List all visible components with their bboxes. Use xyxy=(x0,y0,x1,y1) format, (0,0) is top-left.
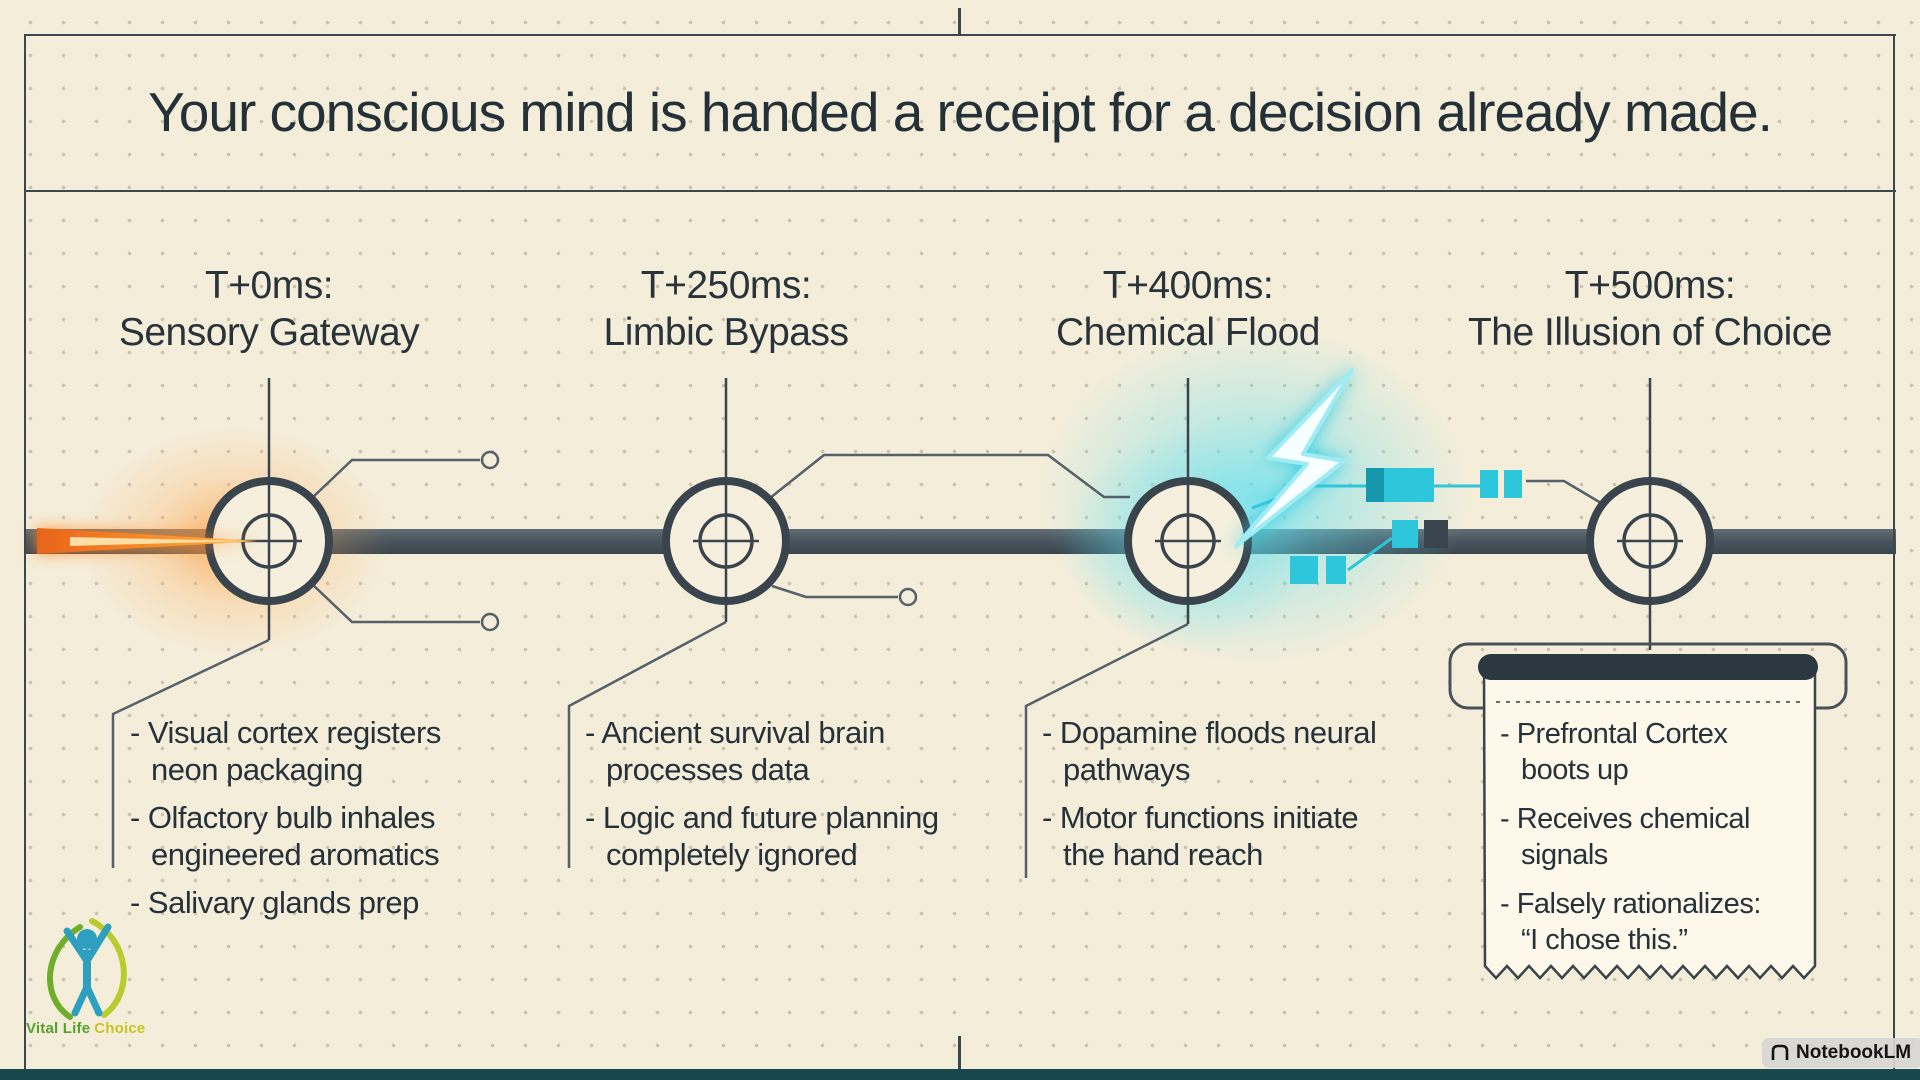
stage-notes-chemical-flood: - Dopamine floods neural pathways - Moto… xyxy=(1042,714,1442,873)
stage-time: T+250ms: xyxy=(640,264,812,307)
note-item: - Olfactory bulb inhales engineered arom… xyxy=(130,800,440,872)
stage-header-sensory-gateway: T+0ms: Sensory Gateway xyxy=(29,262,509,356)
frame-border-left xyxy=(24,34,26,1070)
title-separator-line xyxy=(24,190,1896,192)
stage-header-limbic-bypass: T+250ms: Limbic Bypass xyxy=(486,262,966,356)
logo-text-secondary: Choice xyxy=(94,1020,146,1037)
stage-time: T+400ms: xyxy=(1102,264,1274,307)
center-tick-bottom xyxy=(958,1036,961,1070)
badge-label: NotebookLM xyxy=(1796,1042,1912,1063)
timeline-nodes xyxy=(205,477,1714,605)
note-item: - Logic and future planning completely i… xyxy=(585,800,939,872)
stage-header-chemical-flood: T+400ms: Chemical Flood xyxy=(948,262,1428,356)
note-item: - Prefrontal Cortex boots up xyxy=(1500,718,1728,786)
stage-label: Limbic Bypass xyxy=(603,311,849,354)
notebooklm-badge: NotebookLM xyxy=(1762,1038,1920,1068)
receipt-graphic xyxy=(1448,642,1848,980)
circuit-components xyxy=(1251,468,1522,584)
node-crosshairs xyxy=(236,378,1683,650)
receipt-notes: - Prefrontal Cortex boots up - Receives … xyxy=(1500,716,1822,958)
note-item: - Salivary glands prep xyxy=(130,885,419,920)
note-item: - Dopamine floods neural pathways xyxy=(1042,715,1377,787)
stimulus-spike-icon xyxy=(37,528,258,554)
note-item: - Receives chemical signals xyxy=(1500,803,1750,871)
stage-label: Chemical Flood xyxy=(1056,311,1320,354)
vital-life-choice-logo-icon xyxy=(47,918,127,1020)
stage-time: T+0ms: xyxy=(204,264,334,307)
lightning-bolt-icon xyxy=(1234,368,1354,548)
page-title: Your conscious mind is handed a receipt … xyxy=(148,81,1773,143)
bottom-accent-bar xyxy=(0,1069,1920,1080)
logo-text-primary: Vital Life xyxy=(26,1020,91,1037)
circuit-traces xyxy=(111,450,1607,878)
note-item: - Falsely rationalizes: “I chose this.” xyxy=(1500,888,1761,956)
frame-border-right xyxy=(1893,34,1895,1070)
stage-notes-sensory-gateway: - Visual cortex registers neon packaging… xyxy=(130,714,530,921)
stage-label: The Illusion of Choice xyxy=(1467,311,1833,354)
note-item: - Visual cortex registers neon packaging xyxy=(130,715,441,787)
stage-notes-limbic-bypass: - Ancient survival brain processes data … xyxy=(585,714,985,873)
receipt-paper xyxy=(1482,666,1817,980)
center-tick-top xyxy=(958,8,961,36)
stage-time: T+500ms: xyxy=(1564,264,1736,307)
stage-label: Sensory Gateway xyxy=(118,311,420,354)
note-item: - Motor functions initiate the hand reac… xyxy=(1042,800,1359,872)
note-item: - Ancient survival brain processes data xyxy=(585,715,885,787)
stage-header-illusion-of-choice: T+500ms: The Illusion of Choice xyxy=(1410,262,1890,356)
notebooklm-icon xyxy=(1771,1044,1789,1060)
